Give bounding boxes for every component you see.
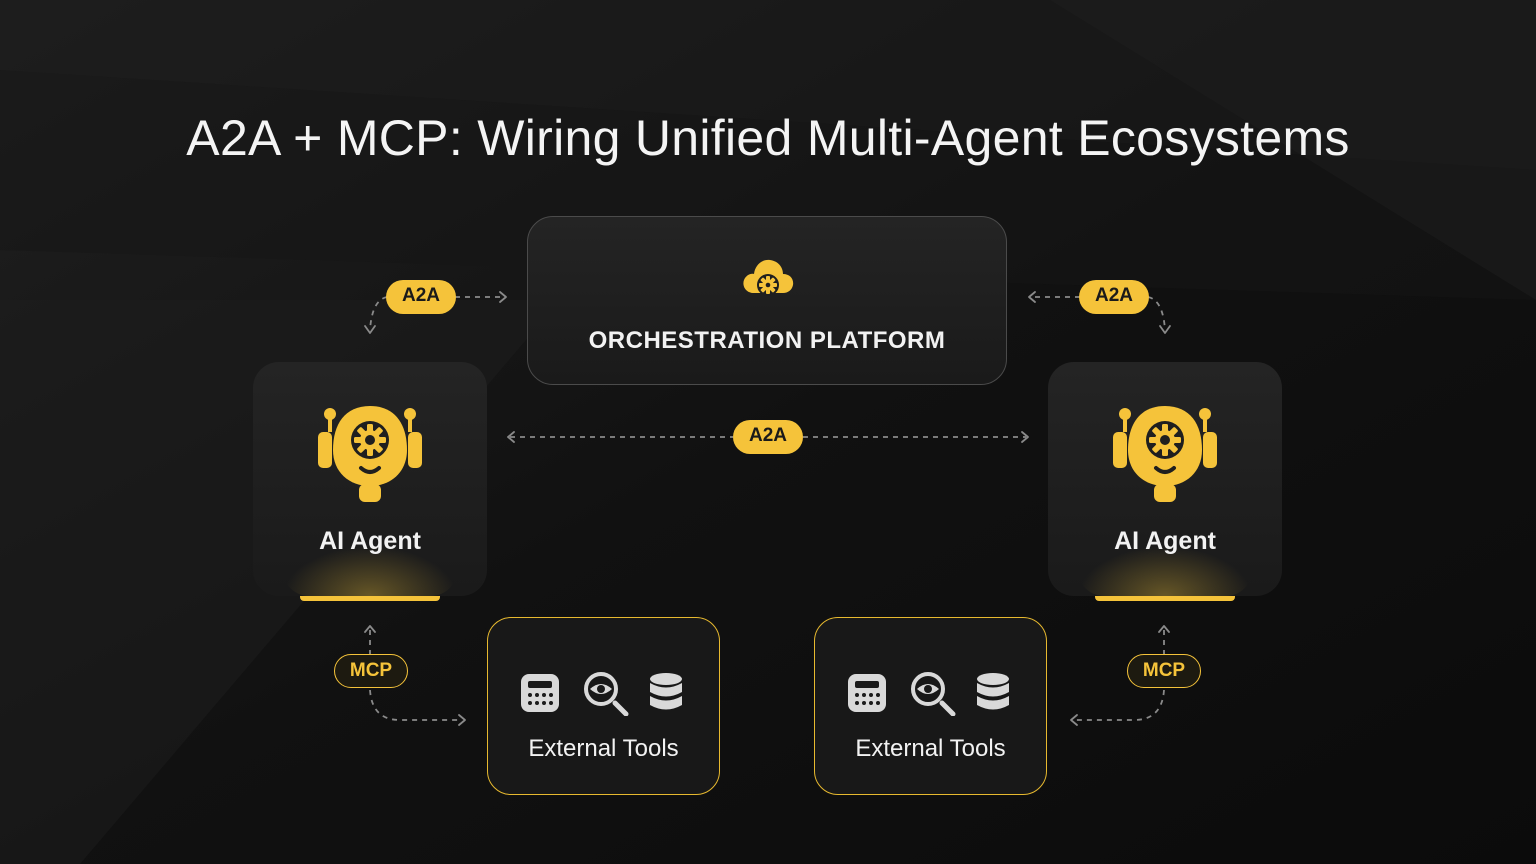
a2a-badge-left: A2A xyxy=(386,280,456,314)
agent-accent-bar xyxy=(300,596,440,601)
ai-agent-card-left: AI Agent xyxy=(253,362,487,601)
tool-icons xyxy=(521,672,682,716)
external-tools-label: External Tools xyxy=(855,735,1006,762)
ai-agent-label: AI Agent xyxy=(319,527,421,555)
robot-gear-icon xyxy=(1113,406,1217,502)
calculator-icon xyxy=(848,674,886,712)
orchestration-platform-label: ORCHESTRATION PLATFORM xyxy=(588,327,946,354)
ai-agent-card-right: AI Agent xyxy=(1048,362,1282,601)
robot-gear-icon xyxy=(318,406,422,502)
a2a-badge-middle: A2A xyxy=(733,420,803,454)
search-eye-icon xyxy=(584,672,629,716)
external-tools-card-right: External Tools xyxy=(814,617,1047,795)
external-tools-card-left: External Tools xyxy=(487,617,720,795)
search-eye-icon xyxy=(911,672,956,716)
mcp-badge-right: MCP xyxy=(1127,654,1201,688)
a2a-badge-right: A2A xyxy=(1079,280,1149,314)
mcp-badge-left: MCP xyxy=(334,654,408,688)
cloud-gear-icon xyxy=(743,259,794,296)
orchestration-platform-card: ORCHESTRATION PLATFORM xyxy=(527,216,1007,385)
database-icon xyxy=(977,673,1009,710)
ai-agent-label: AI Agent xyxy=(1114,527,1216,555)
page-title: A2A + MCP: Wiring Unified Multi-Agent Ec… xyxy=(186,110,1350,166)
agent-accent-bar xyxy=(1095,596,1235,601)
agent-glow xyxy=(283,546,457,596)
database-icon xyxy=(650,673,682,710)
agent-glow xyxy=(1078,546,1252,596)
calculator-icon xyxy=(521,674,559,712)
tool-icons xyxy=(848,672,1009,716)
external-tools-label: External Tools xyxy=(528,735,679,762)
